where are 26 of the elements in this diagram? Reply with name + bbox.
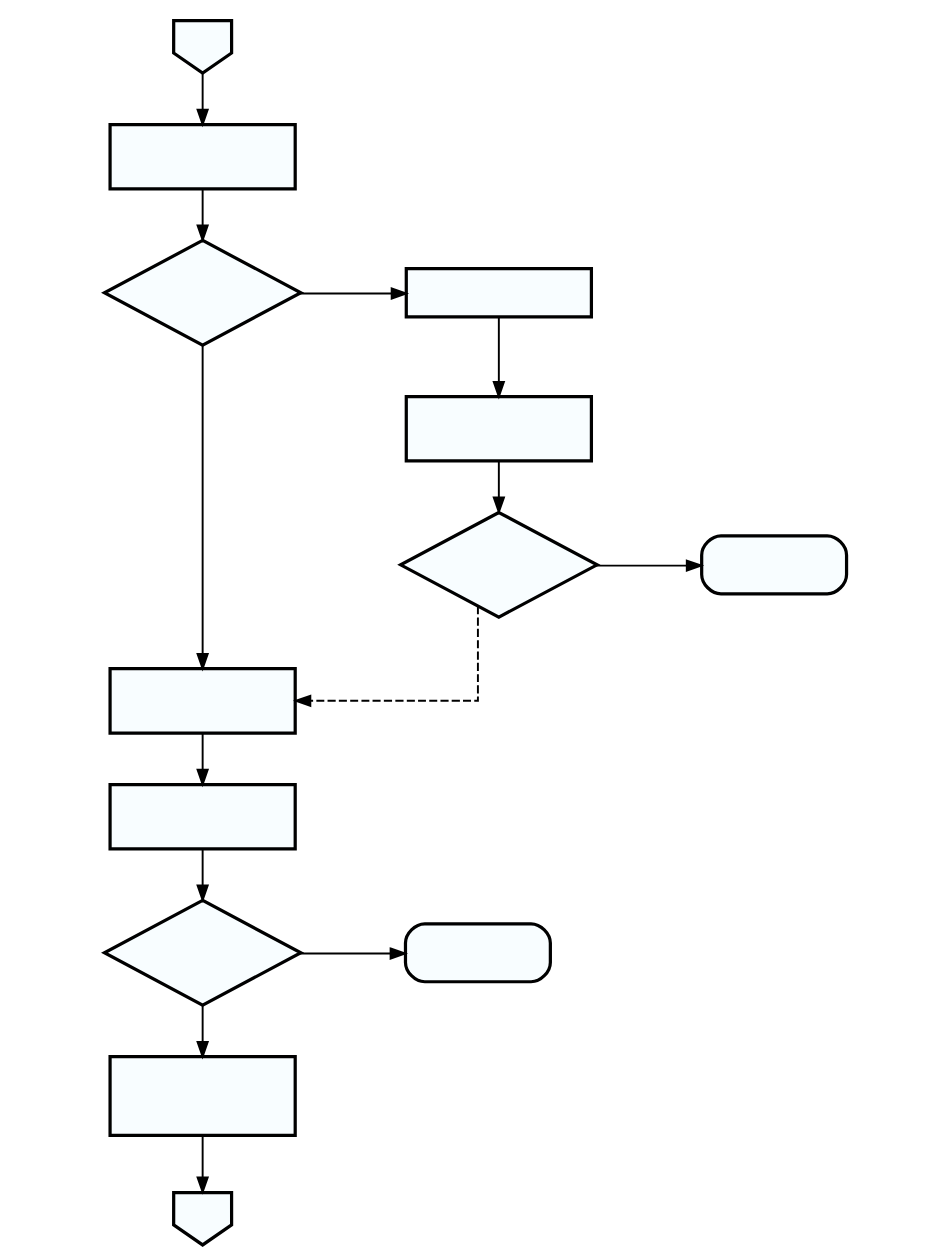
- arrow: [195, 188, 209, 243]
- arrow: [195, 344, 209, 672]
- arrow: [195, 1135, 209, 1195]
- node-diamond: [100, 238, 304, 347]
- arrow: [195, 1004, 209, 1060]
- node-diamond: [100, 898, 304, 1007]
- node-pill: [699, 534, 848, 596]
- node-pill: [403, 922, 552, 984]
- node-box: [404, 267, 593, 319]
- arrow: [491, 460, 505, 515]
- arrow: [491, 316, 505, 400]
- node-pentagon: [171, 19, 233, 75]
- arrow: [195, 848, 209, 903]
- arrow: [195, 72, 209, 128]
- node-pentagon: [171, 1190, 233, 1247]
- node-box: [107, 782, 297, 851]
- node-box: [107, 1055, 297, 1138]
- node-box: [107, 667, 297, 735]
- arrow: [292, 605, 479, 708]
- arrow: [195, 732, 209, 788]
- node-diamond: [396, 510, 600, 619]
- arrow: [298, 947, 408, 960]
- arrow: [594, 559, 704, 573]
- node-box: [107, 122, 297, 191]
- arrow: [298, 287, 409, 300]
- node-box: [404, 394, 593, 463]
